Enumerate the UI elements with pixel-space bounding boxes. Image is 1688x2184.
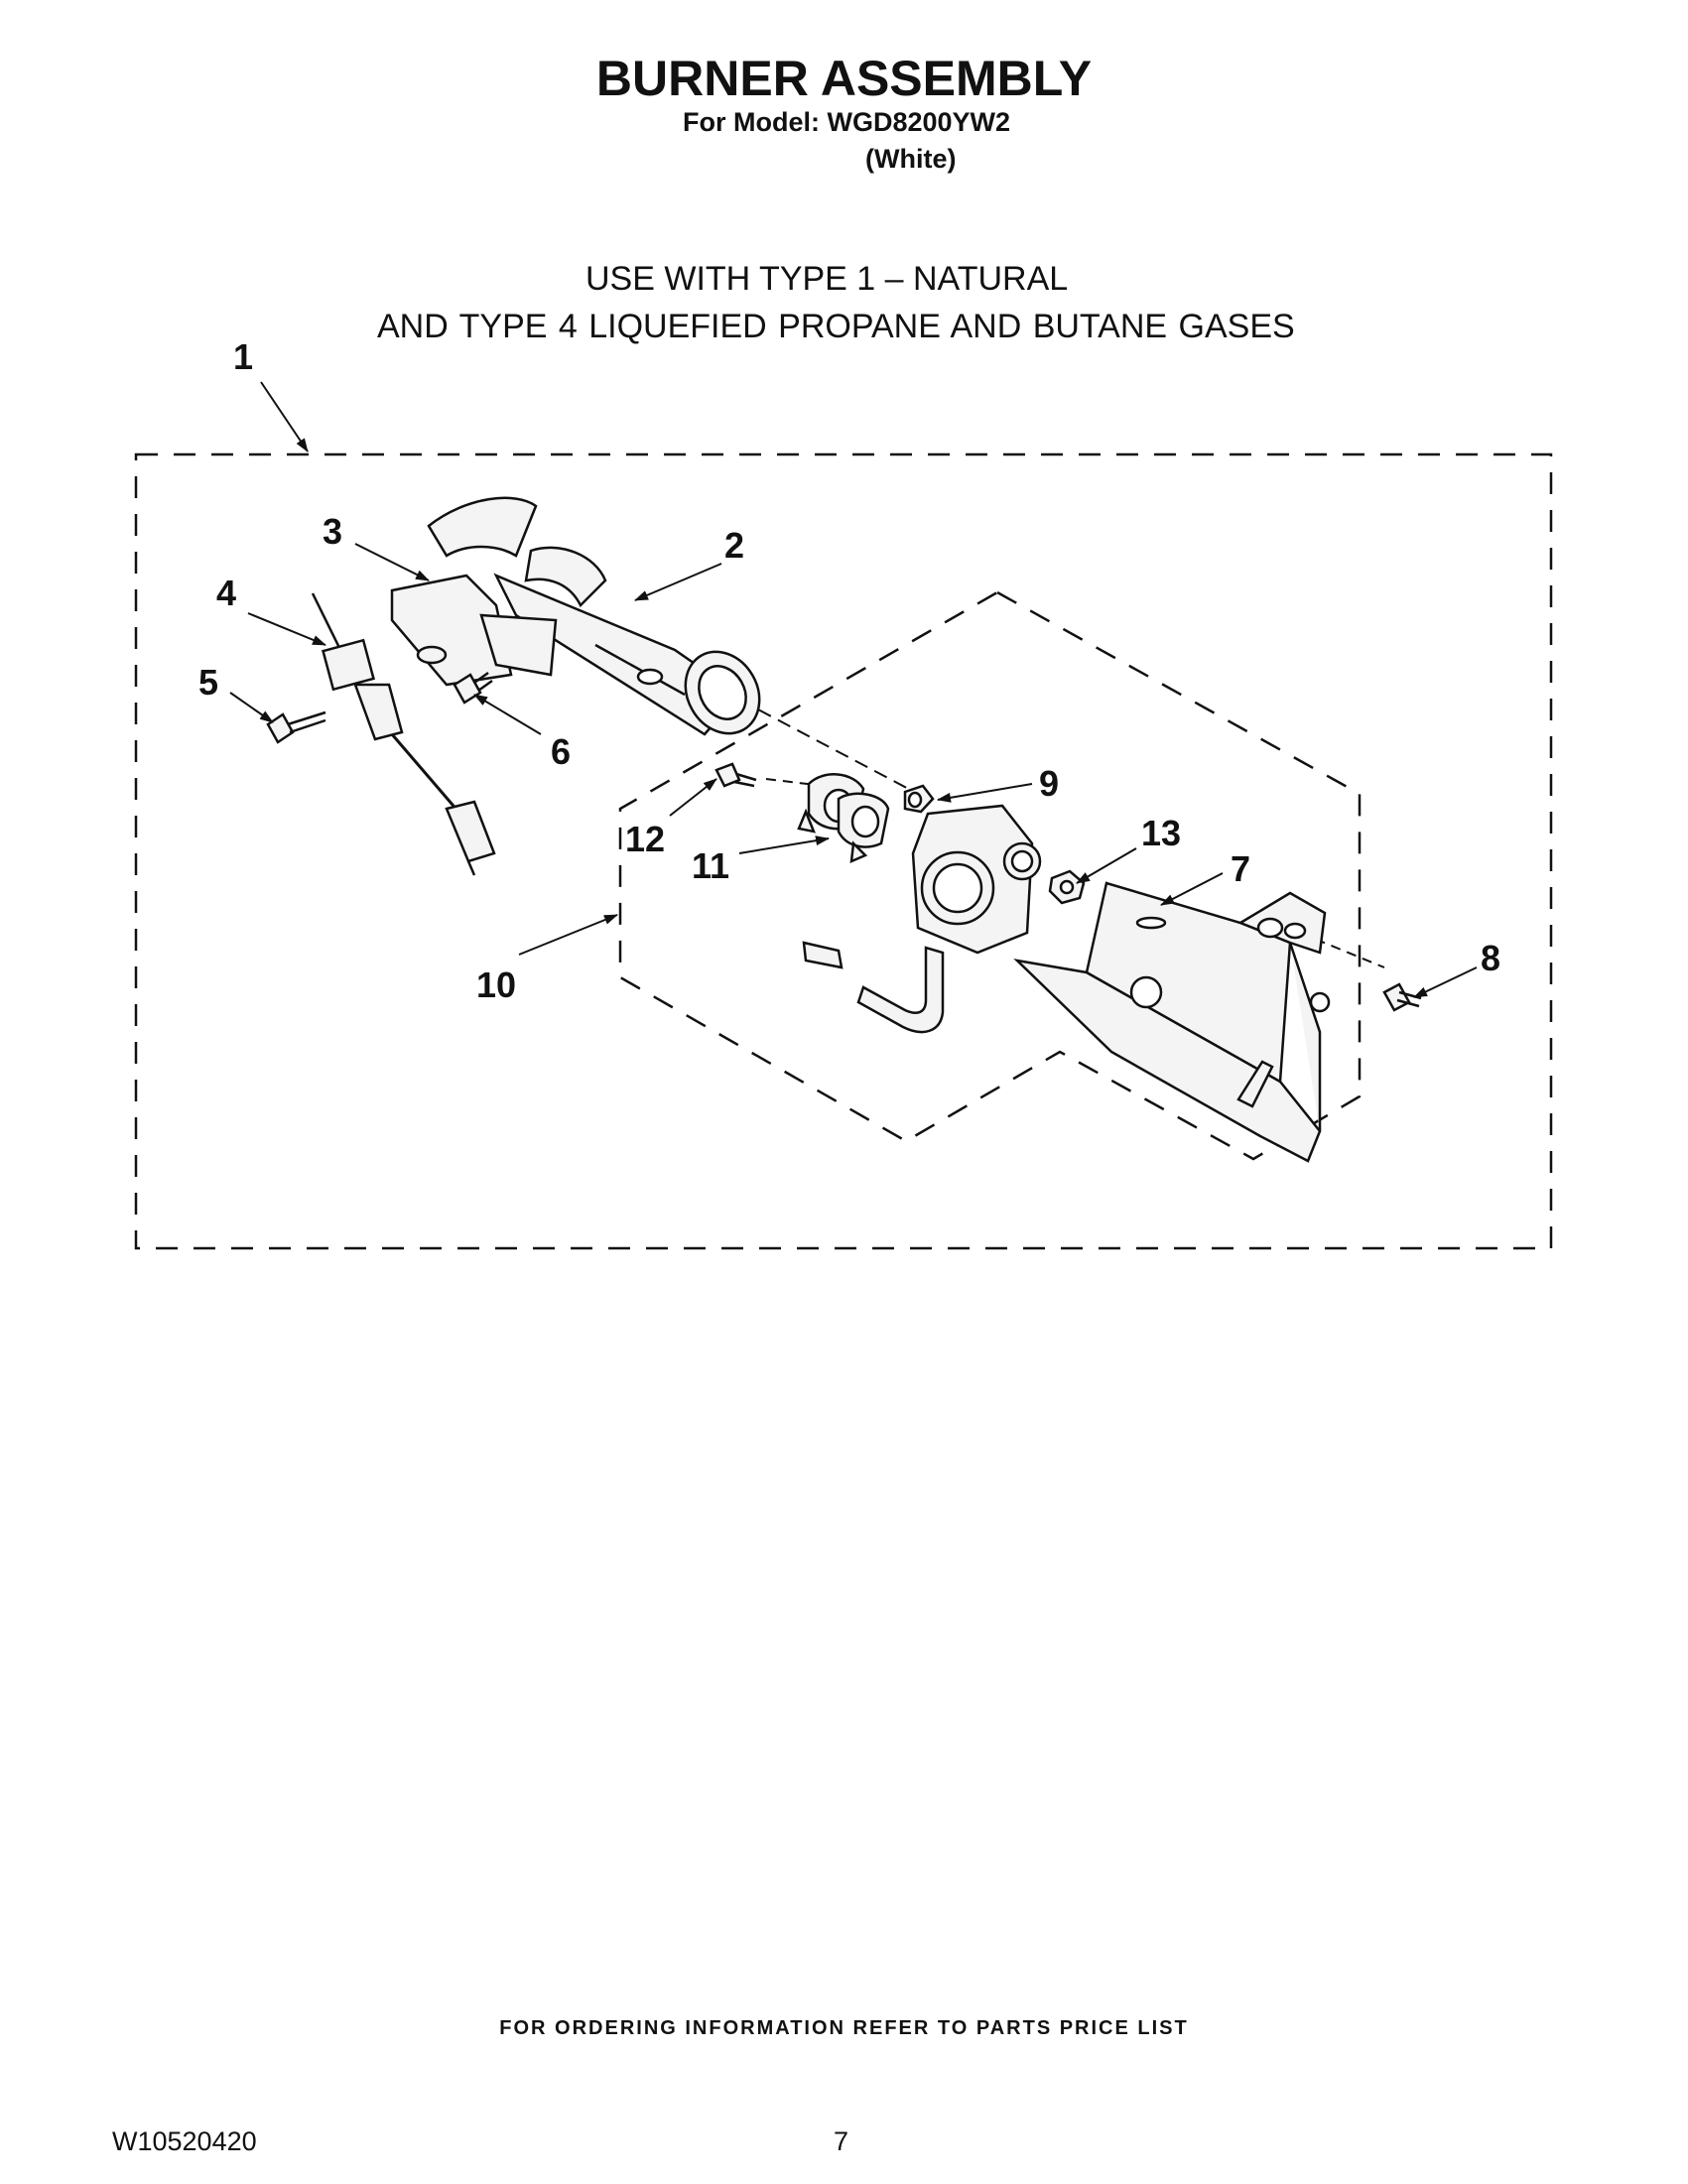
assembly-boundary: [134, 452, 1553, 1250]
burner-tube: [427, 496, 761, 736]
callout-8: 8: [1481, 938, 1500, 978]
screw-item-12: [714, 762, 757, 788]
gas-note-line-1: USE WITH TYPE 1 – NATURAL: [585, 260, 1069, 298]
callout-6: 6: [551, 731, 571, 772]
alignment-line-short: [765, 778, 825, 787]
alignment-line-bracket: [1299, 932, 1385, 968]
valve-bracket: [1013, 881, 1331, 1163]
callout-3: 3: [323, 511, 342, 552]
callout-13: 13: [1141, 813, 1181, 853]
nut-item-13: [1048, 869, 1086, 905]
screw-item-5: [266, 710, 326, 744]
alignment-line: [738, 699, 919, 795]
document-number: W10520420: [112, 2126, 257, 2156]
leader-lines: [229, 381, 1478, 998]
ordering-note: FOR ORDERING INFORMATION REFER TO PARTS …: [499, 2017, 1189, 2039]
callout-2: 2: [724, 525, 744, 566]
fitting-item-9: [903, 784, 935, 814]
callout-9: 9: [1039, 763, 1059, 804]
gas-valve: [802, 804, 1042, 1034]
igniter: [311, 592, 496, 876]
callout-5: 5: [198, 662, 218, 703]
callout-11: 11: [692, 845, 729, 886]
callout-7: 7: [1231, 848, 1250, 889]
callout-1: 1: [233, 336, 253, 377]
model-variant: (White): [865, 144, 957, 174]
valve-assembly-boundary: [618, 590, 1362, 1161]
gas-note-line-2: AND TYPE 4 LIQUEFIED PROPANE AND BUTANE …: [377, 308, 1295, 345]
callout-12: 12: [625, 819, 665, 859]
model-number: For Model: WGD8200YW2: [683, 107, 1011, 137]
callout-4: 4: [216, 573, 236, 613]
page-number: 7: [834, 2126, 849, 2156]
igniter-bracket: [390, 574, 558, 687]
callout-10: 10: [476, 964, 516, 1005]
valve-coils: [797, 773, 890, 863]
page-title: BURNER ASSEMBLY: [595, 51, 1093, 106]
